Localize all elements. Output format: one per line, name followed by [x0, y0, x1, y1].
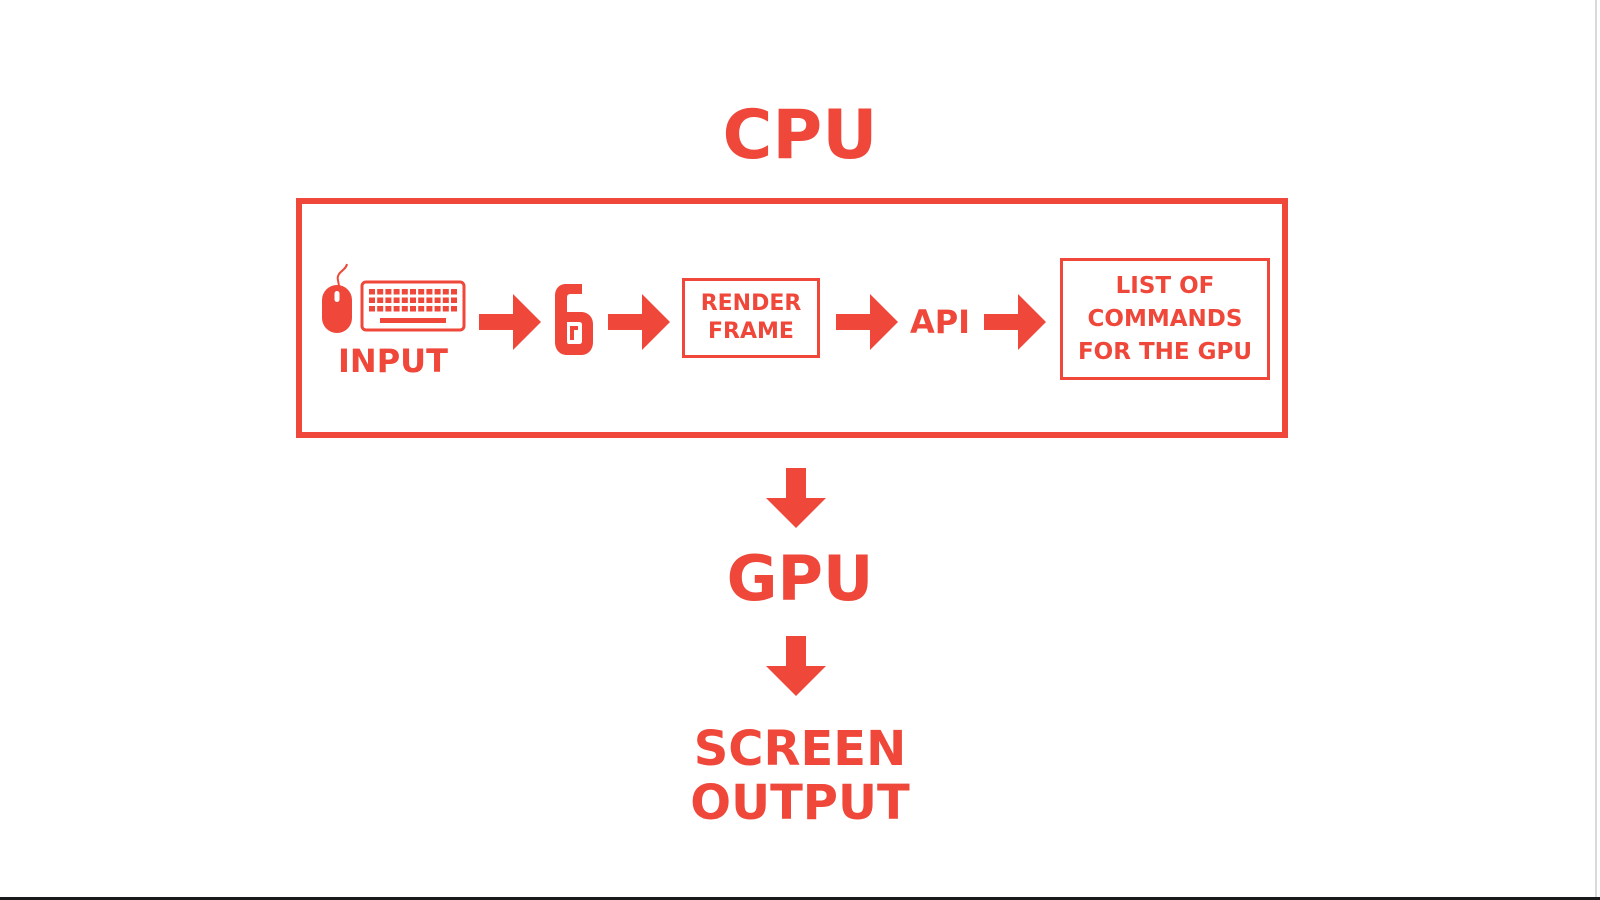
rainbow-six-logo-icon — [555, 284, 593, 355]
arrow-down-icon — [766, 468, 826, 528]
screen-output-line: SCREEN — [693, 721, 907, 777]
arrow-right-icon — [608, 294, 670, 350]
gpu-title: GPU — [726, 542, 874, 615]
render-frame-line: FRAME — [708, 319, 794, 344]
cpu-box — [296, 198, 1288, 438]
arrow-right-icon — [479, 294, 541, 350]
arrow-right-icon — [836, 294, 898, 350]
frame-bottom-edge — [0, 897, 1600, 900]
arrow-down-icon — [766, 636, 826, 696]
render-frame-box: RENDER FRAME — [682, 278, 820, 358]
render-frame-line: RENDER — [700, 291, 802, 316]
gpu-commands-line: LIST OF — [1115, 272, 1215, 299]
gpu-commands-line: FOR THE GPU — [1077, 338, 1253, 365]
screen-output-label: SCREEN OUTPUT — [600, 722, 1000, 830]
gpu-commands-box: LIST OF COMMANDS FOR THE GPU — [1060, 258, 1270, 380]
input-label: INPUT — [338, 342, 448, 380]
screen-output-line: OUTPUT — [690, 775, 910, 831]
api-label: API — [909, 303, 971, 341]
keyboard-icon — [360, 280, 466, 332]
mouse-icon — [322, 263, 352, 333]
gpu-commands-line: COMMANDS — [1087, 305, 1243, 332]
cpu-title: CPU — [722, 96, 878, 175]
frame-right-edge — [1595, 0, 1597, 900]
arrow-right-icon — [984, 294, 1046, 350]
